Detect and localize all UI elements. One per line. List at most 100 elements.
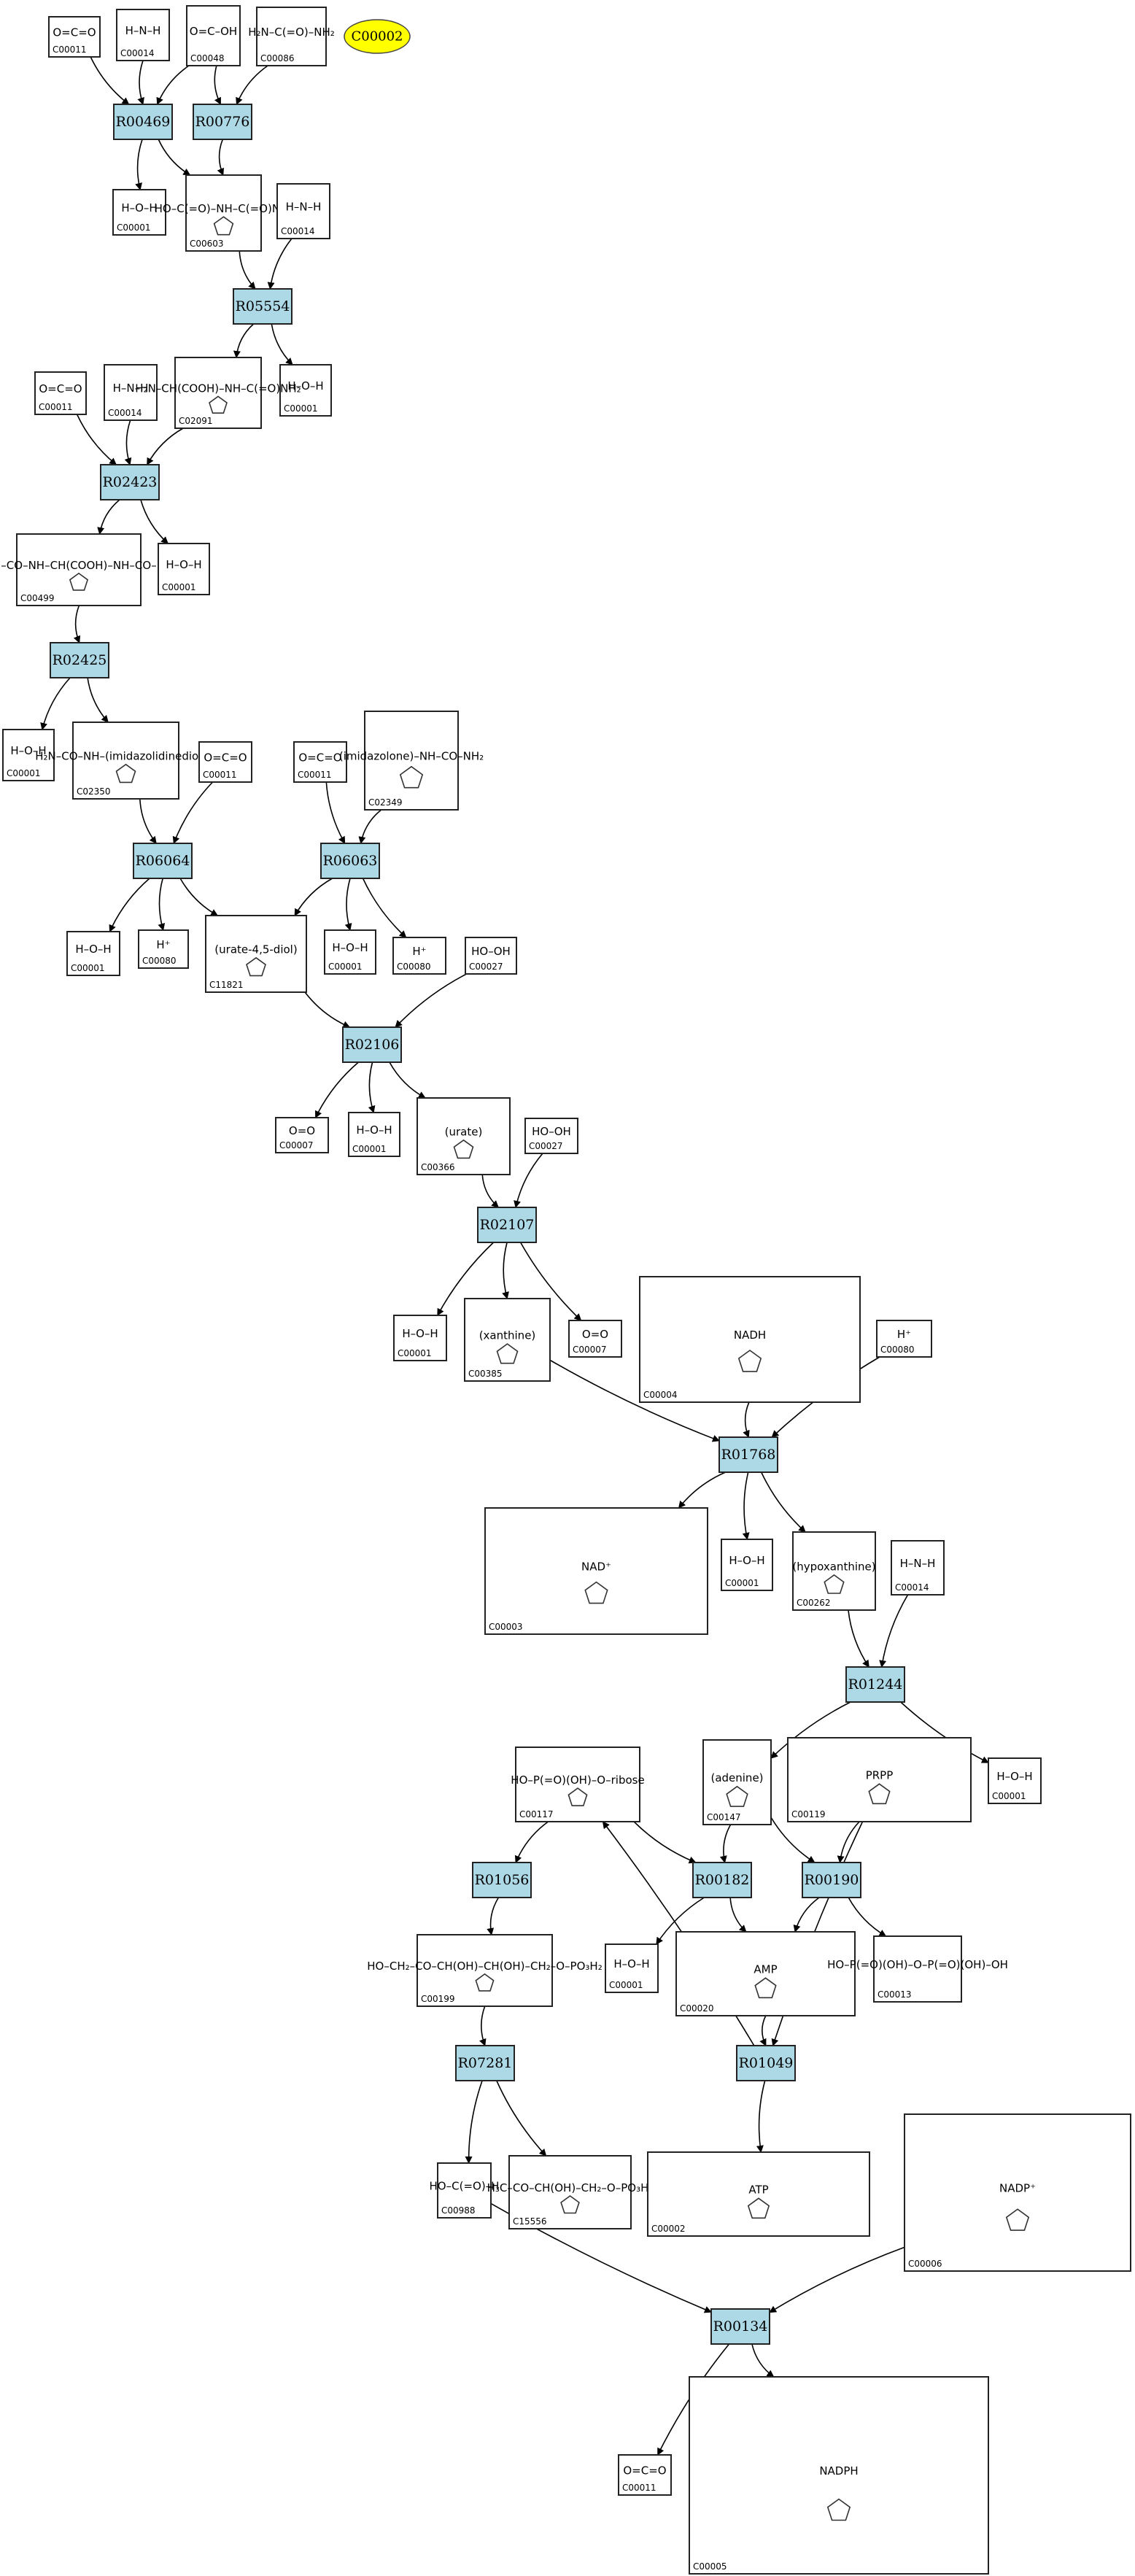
reaction-box <box>113 104 173 140</box>
reaction-node-r06064[interactable]: R06064 <box>133 843 193 879</box>
compound-node-c00080[interactable]: H⁺C00080 <box>138 929 189 969</box>
reaction-label: R00190 <box>805 1872 859 1888</box>
compound-box <box>72 722 179 800</box>
compound-structure: HO–P(=O)(OH)–O–P(=O)(OH)–OH <box>827 1958 1008 1971</box>
compound-node-c00385[interactable]: (xanthine)C00385 <box>464 1298 551 1382</box>
reaction-node-r02423[interactable]: R02423 <box>100 464 160 500</box>
compound-node-c00001[interactable]: H–O–H C00001 <box>721 1539 773 1591</box>
reaction-box <box>455 2045 515 2081</box>
reaction-node-r00182[interactable]: R00182 <box>692 1862 752 1898</box>
compound-node-c00080[interactable]: H⁺C00080 <box>876 1320 932 1358</box>
reaction-node-r00776[interactable]: R00776 <box>193 104 252 140</box>
compound-id: C00988 <box>441 2205 476 2216</box>
reaction-node-r01768[interactable]: R01768 <box>718 1436 778 1473</box>
compound-id: C00001 <box>352 1144 387 1154</box>
reaction-node-r02106[interactable]: R02106 <box>342 1026 402 1063</box>
reaction-node-r01056[interactable]: R01056 <box>472 1862 532 1898</box>
reaction-node-r00469[interactable]: R00469 <box>113 104 173 140</box>
compound-structure: O=O <box>582 1328 608 1341</box>
compound-id: C00027 <box>529 1141 563 1151</box>
compound-id: C02350 <box>77 786 111 797</box>
reaction-node-r00190[interactable]: R00190 <box>802 1862 861 1898</box>
compound-node-c00147[interactable]: (adenine)C00147 <box>702 1739 772 1825</box>
compound-box <box>104 364 158 421</box>
compound-box <box>276 183 330 239</box>
compound-structure: H–O–H <box>402 1327 438 1340</box>
reaction-node-r02425[interactable]: R02425 <box>50 642 109 678</box>
compound-node-c00366[interactable]: (urate)C00366 <box>417 1097 511 1175</box>
reaction-node-r00134[interactable]: R00134 <box>710 2308 770 2345</box>
compound-id: C00080 <box>397 962 431 972</box>
compound-structure: HO–P(=O)(OH)–O–ribose <box>511 1774 644 1787</box>
compound-box <box>484 1507 708 1635</box>
compound-box <box>702 1739 772 1825</box>
reaction-label: R02423 <box>103 474 158 490</box>
compound-node-c11821[interactable]: (urate-4,5-diol)C11821 <box>205 915 307 993</box>
compound-structure: H–O–H <box>729 1554 764 1567</box>
reaction-node-r01244[interactable]: R01244 <box>845 1666 905 1703</box>
compound-id: C00001 <box>328 962 363 972</box>
reaction-node-r02107[interactable]: R02107 <box>477 1207 537 1243</box>
compound-id: C00603 <box>190 239 224 249</box>
reaction-box <box>100 464 160 500</box>
structure-ring <box>754 1977 777 1999</box>
reaction-node-r07281[interactable]: R07281 <box>455 2045 515 2081</box>
compound-node-c00080[interactable]: H⁺C00080 <box>392 937 446 975</box>
compound-id: C00011 <box>203 770 237 780</box>
compound-id: C00001 <box>725 1578 759 1588</box>
reaction-node-r05554[interactable]: R05554 <box>233 288 293 325</box>
compound-structure: NADP⁺ <box>999 2182 1036 2195</box>
compound-node-c00199[interactable]: HO–CH₂–CO–CH(OH)–CH(OH)–CH₂–O–PO₃H₂C0019… <box>367 1934 603 2007</box>
compound-node-c02350[interactable]: H₂N–CO–NH–(imidazolidinedione)C02350 <box>35 722 217 800</box>
highlight-node[interactable]: C00002 <box>344 19 411 54</box>
reaction-node-r01049[interactable]: R01049 <box>736 2045 796 2081</box>
compound-id: C00011 <box>622 2483 656 2493</box>
compound-node-c00262[interactable]: (hypoxanthine)C00262 <box>792 1531 876 1611</box>
edge-R00190-c45 <box>848 1897 887 1937</box>
reaction-node-r06063[interactable]: R06063 <box>320 843 380 879</box>
compound-id: C00002 <box>651 2224 686 2234</box>
compound-node-c00006[interactable]: NADP⁺C00006 <box>904 2113 1131 2272</box>
compound-box <box>647 2151 870 2237</box>
compound-node-c00003[interactable]: NAD⁺C00003 <box>484 1507 708 1635</box>
